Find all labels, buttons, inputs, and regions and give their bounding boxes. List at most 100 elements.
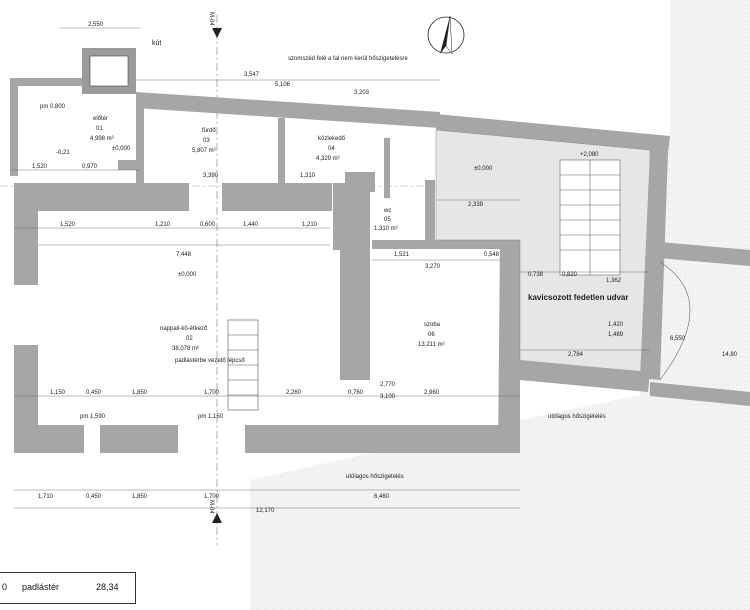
dim-1210-b: 1,210 — [302, 222, 318, 228]
dimension-lines — [10, 27, 650, 509]
dim-1489: 1,489 — [608, 332, 624, 338]
courtyard-stair — [559, 159, 621, 276]
dim-1521: 1,521 — [394, 252, 410, 258]
note-insulation-right: utólagos hőszigetelés — [548, 414, 606, 420]
dim-3390: 3,390 — [203, 173, 219, 179]
dim-1850-b: 1,850 — [132, 494, 148, 500]
level-2080: +2,080 — [580, 152, 599, 158]
dim-1700-b: 1,700 — [204, 494, 220, 500]
north-arrow-icon — [427, 15, 465, 55]
pm-1590: pm 1,590 — [80, 414, 106, 420]
dim-2339: 2,339 — [468, 202, 484, 208]
level-021: -0,21 — [56, 150, 70, 156]
legend-room-area: 28,34 — [96, 582, 119, 592]
wall-living-bottom-left — [14, 425, 84, 453]
wall-entrance-top — [10, 78, 82, 86]
room-05-no: 05 — [384, 217, 391, 223]
wall-central — [333, 183, 370, 380]
room-03-area: 5,807 m² — [192, 148, 216, 154]
room-02-area: 38,078 m² — [172, 346, 199, 352]
axis-marker-bottom — [212, 513, 222, 523]
wall-corridor-right — [425, 180, 435, 240]
dim-0450-a: 0,450 — [86, 390, 102, 396]
wall-door-gap — [14, 285, 38, 345]
wall-partition-2 — [278, 118, 285, 183]
room-01-area: 4,998 m² — [90, 136, 114, 142]
right-room-top-wall — [658, 242, 750, 266]
legend-room-name: padlástér — [22, 582, 60, 592]
dim-1440: 1,440 — [243, 222, 259, 228]
neighbour-plot-hatch — [250, 0, 750, 610]
legend-box: 0 padlástér 28,34 — [0, 572, 136, 604]
room-06-name: szoba — [424, 322, 441, 328]
dim-2550: 2,550 — [88, 22, 104, 28]
dim-1420: 1,420 — [608, 322, 624, 328]
dim-1310: 1,310 — [300, 173, 316, 179]
wall-partition-1 — [136, 108, 144, 183]
dim-0738: 0,738 — [528, 272, 544, 278]
dim-1520-mid: 1,520 — [60, 222, 76, 228]
axis-label-bottom: M-04 — [208, 500, 214, 514]
right-room-arc — [659, 261, 691, 381]
room-06-area: 13,211 m² — [418, 342, 445, 348]
room-06-no: 06 — [428, 332, 435, 338]
dim-0820: 0,820 — [562, 272, 578, 278]
courtyard-label: kavicsozott fedetlen udvar — [528, 293, 628, 302]
room-05-area: 1,310 m² — [374, 226, 398, 232]
level-000-living: ±0,000 — [178, 272, 197, 278]
dim-1520-top: 1,520 — [32, 164, 48, 170]
wall-entry-bottom — [118, 160, 140, 170]
room-01-name: előtér — [93, 116, 108, 122]
dim-1850-a: 1,850 — [132, 390, 148, 396]
dim-6460: 6,460 — [374, 494, 390, 500]
wall-top-right-slanted — [436, 114, 670, 152]
axis-marker-top — [212, 28, 222, 38]
axis-label-top: M-04 — [208, 12, 214, 26]
well-inner — [89, 55, 129, 87]
wall-living-top-left — [14, 183, 189, 211]
wall-living-bottom-mid — [100, 425, 178, 453]
dim-0600: 0,600 — [200, 222, 216, 228]
wall-entrance-left — [10, 86, 18, 176]
wall-living-top-mid — [222, 183, 332, 211]
dim-5106: 5,106 — [275, 82, 291, 88]
dim-1700-a: 1,700 — [204, 390, 220, 396]
dim-0970: 0,970 — [82, 164, 98, 170]
dim-2960: 2,960 — [424, 390, 440, 396]
wall-bedroom-top — [372, 240, 502, 249]
level-000-courtyard: ±0,000 — [474, 166, 493, 172]
note-top: szomszéd felé a fal nem kerül hőszigetel… — [288, 56, 408, 62]
dim-2260: 2,260 — [286, 390, 302, 396]
room-03-no: 03 — [203, 138, 210, 144]
dim-0548: 0,548 — [484, 252, 500, 258]
note-insulation-bottom: utólagos hőszigetelés — [346, 474, 404, 480]
pm-1150: pm 1,150 — [198, 414, 224, 420]
dim-1362: 1,362 — [606, 278, 622, 284]
room-05-name: wc — [383, 208, 391, 214]
level-000-entry: ±0,000 — [112, 146, 131, 152]
legend-number: 0 — [2, 582, 8, 592]
room-right-area: 14,80 — [722, 352, 738, 358]
dim-3270: 3,270 — [425, 264, 441, 270]
wall-living-bottom-right — [245, 425, 520, 453]
living-stair — [227, 319, 259, 411]
room-01-no: 01 — [96, 126, 103, 132]
dim-0760: 0,760 — [348, 390, 364, 396]
dim-1150-a: 1,150 — [50, 390, 66, 396]
room-04-area: 4,329 m² — [316, 156, 340, 162]
stair-note: padlástérbe vezető lépcső — [175, 358, 245, 364]
courtyard-east-wall — [640, 150, 668, 380]
dim-2784: 2,784 — [568, 352, 584, 358]
wall-bedroom-right — [498, 240, 520, 453]
wall-partition-3 — [384, 138, 390, 198]
right-room-bottom-wall — [650, 382, 750, 406]
room-02-no: 02 — [186, 336, 193, 342]
pm-0800: pm 0,800 — [40, 104, 66, 110]
dim-2770: 2,770 — [380, 382, 396, 388]
dim-3203: 3,203 — [354, 90, 370, 96]
dim-12170: 12,170 — [256, 508, 275, 514]
dim-6550: 6,550 — [670, 336, 686, 342]
dim-1210-a: 1,210 — [155, 222, 171, 228]
courtyard-bottom-wall — [520, 360, 650, 392]
